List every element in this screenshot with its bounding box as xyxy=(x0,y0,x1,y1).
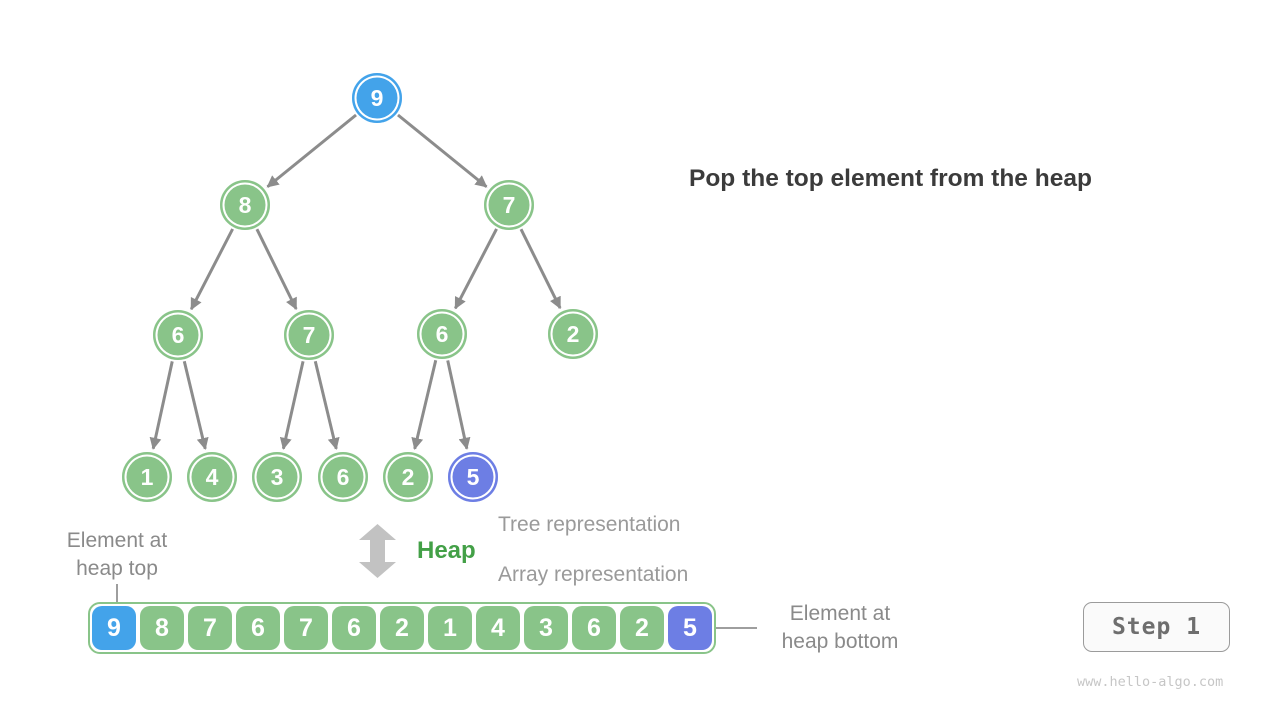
tree-representation-label: Tree representation xyxy=(498,513,681,536)
array-cell-6: 6 xyxy=(332,606,376,650)
watermark: www.hello-algo.com xyxy=(1077,674,1224,690)
tree-edge xyxy=(397,113,488,188)
heap-bottom-leader-line xyxy=(709,627,757,629)
tree-node-4: 4 xyxy=(187,452,237,502)
tree-edge xyxy=(266,113,357,188)
heap-top-annotation: Element at heap top xyxy=(37,527,197,583)
array-cell-9: 9 xyxy=(92,606,136,650)
tree-edge xyxy=(454,228,498,310)
tree-node-6: 6 xyxy=(318,452,368,502)
array-cell-3: 3 xyxy=(524,606,568,650)
array-representation-label: Array representation xyxy=(498,563,689,586)
tree-edge xyxy=(182,360,209,450)
array-cell-8: 8 xyxy=(140,606,184,650)
array-cell-7: 7 xyxy=(284,606,328,650)
array-cell-2: 2 xyxy=(620,606,664,650)
tree-edge xyxy=(411,359,438,450)
tree-edge xyxy=(255,228,298,311)
heap-top-annotation-line2: heap top xyxy=(76,557,158,580)
tree-node-1: 1 xyxy=(122,452,172,502)
heap-label: Heap xyxy=(417,537,476,564)
tree-edge xyxy=(446,360,471,450)
tree-node-5: 5 xyxy=(448,452,498,502)
tree-node-2: 2 xyxy=(383,452,433,502)
heap-bottom-annotation-line1: Element at xyxy=(789,602,891,625)
tree-node-2: 2 xyxy=(548,309,598,359)
tree-node-7: 7 xyxy=(484,180,534,230)
array-cell-6: 6 xyxy=(236,606,280,650)
tree-node-8: 8 xyxy=(220,180,270,230)
tree-node-6: 6 xyxy=(153,310,203,360)
heap-top-annotation-line1: Element at xyxy=(66,529,168,552)
array-cell-1: 1 xyxy=(428,606,472,650)
tree-node-3: 3 xyxy=(252,452,302,502)
heap-top-leader-line xyxy=(116,584,118,602)
tree-node-9: 9 xyxy=(352,73,402,123)
tree-edge xyxy=(313,360,340,450)
up-down-arrow-icon xyxy=(359,524,396,578)
array-cell-7: 7 xyxy=(188,606,232,650)
array-cell-6: 6 xyxy=(572,606,616,650)
array-cell-2: 2 xyxy=(380,606,424,650)
tree-edge xyxy=(279,361,305,450)
page-title: Pop the top element from the heap xyxy=(689,165,1092,192)
array-cell-5: 5 xyxy=(668,606,712,650)
tree-node-7: 7 xyxy=(284,310,334,360)
heap-bottom-annotation-line2: heap bottom xyxy=(781,630,899,653)
tree-edge xyxy=(519,228,562,310)
tree-node-6: 6 xyxy=(417,309,467,359)
heap-bottom-annotation: Element at heap bottom xyxy=(750,600,930,656)
tree-edge xyxy=(189,228,234,311)
tree-edge xyxy=(149,361,174,450)
array-cell-4: 4 xyxy=(476,606,520,650)
step-button[interactable]: Step 1 xyxy=(1083,602,1230,652)
